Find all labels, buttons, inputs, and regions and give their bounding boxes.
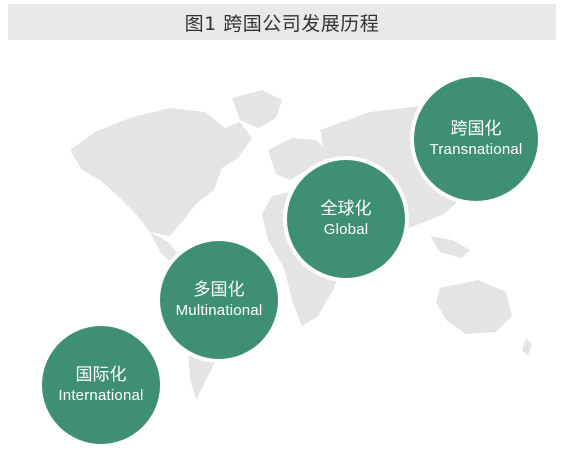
stage-label-zh: 全球化 [320, 199, 372, 219]
stage-label-en: Transnational [429, 141, 523, 158]
map-australia [436, 280, 512, 334]
map-new-zealand [522, 338, 532, 356]
stage-label-en: International [58, 387, 144, 404]
map-greenland [232, 90, 282, 128]
stage-circle-international: 国际化 International [42, 326, 160, 444]
stage-circle-multinational: 多国化 Multinational [160, 241, 278, 359]
stage-label-zh: 国际化 [75, 365, 127, 385]
stage-circle-global: 全球化 Global [287, 160, 405, 278]
stage-circle-transnational: 跨国化 Transnational [414, 77, 538, 201]
map-central-america [150, 232, 182, 266]
stage-label-zh: 跨国化 [450, 119, 502, 139]
map-europe [268, 138, 330, 180]
map-north-america [70, 108, 252, 236]
stage-label-zh: 多国化 [193, 280, 245, 300]
stage-label-en: Multinational [175, 302, 263, 319]
figure-title-bar: 图1 跨国公司发展历程 [8, 4, 556, 40]
stage-label-en: Global [323, 221, 369, 238]
figure-title: 图1 跨国公司发展历程 [184, 12, 380, 35]
map-southeast-asia [430, 236, 470, 258]
